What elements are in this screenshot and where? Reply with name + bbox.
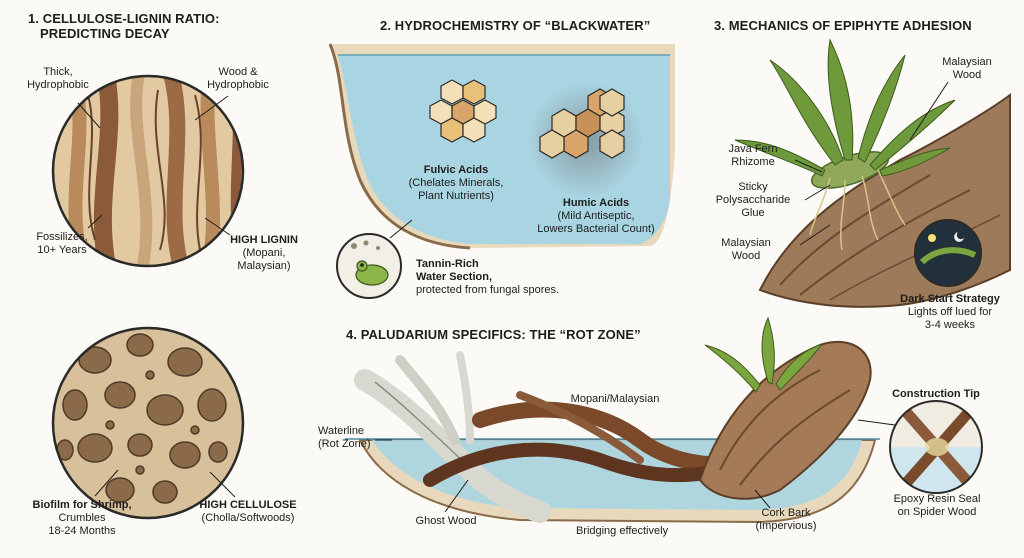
- section1-title-line2: PREDICTING DECAY: [40, 26, 170, 41]
- label-tannin-rich: Tannin-Rich Water Section, protected fro…: [416, 258, 596, 297]
- label-humic-acids: Humic Acids (Mild Antiseptic, Lowers Bac…: [528, 197, 664, 236]
- label-humic-head: Humic Acids: [562, 197, 630, 209]
- label-malaysian-top2: Wood: [952, 69, 982, 81]
- label-java-fern-rhizome: Java Fern Rhizome: [714, 143, 792, 169]
- label-rhizome1: Java Fern: [728, 143, 778, 155]
- label-fulvic-sub1: (Chelates Minerals,: [408, 177, 504, 189]
- section1-title-line1: 1. CELLULOSE-LIGNIN RATIO:: [28, 11, 220, 26]
- construction-tip-badge: [889, 400, 983, 494]
- label-ghost-wood: Ghost Wood: [415, 515, 477, 527]
- label-cork-bark: Cork Bark (Impervious): [742, 507, 830, 533]
- label-tip-sub2: on Spider Wood: [897, 506, 977, 518]
- label-wood-line1: Wood &: [218, 66, 258, 78]
- label-fulvic-sub2: Plant Nutrients): [418, 190, 494, 202]
- label-rhizome2: Rhizome: [731, 156, 775, 168]
- section1-title: 1. CELLULOSE-LIGNIN RATIO: PREDICTING DE…: [28, 11, 220, 41]
- label-dark-head: Dark Start Strategy: [900, 293, 1000, 305]
- label-biofilm-sub2: 18-24 Months: [48, 525, 116, 537]
- label-fulvic-head: Fulvic Acids: [423, 164, 489, 176]
- label-thick-line1: Thick,: [43, 66, 73, 78]
- label-lignin-sub2: Malaysian): [237, 260, 291, 272]
- label-cork2: (Impervious): [755, 520, 817, 532]
- label-fossil-line2: 10+ Years: [37, 244, 87, 256]
- label-fossil-line1: Fossilizes,: [36, 231, 88, 243]
- label-dark-sub1: Lights off lued for: [907, 306, 993, 318]
- label-construction-tip: Construction Tip: [892, 388, 980, 400]
- label-glue1: Sticky: [738, 181, 768, 193]
- label-bridging: Bridging effectively: [575, 525, 669, 537]
- lignin-cross-section: [51, 74, 245, 268]
- cellulose-cross-section: [51, 326, 245, 520]
- label-malaysian-low2: Wood: [731, 250, 761, 262]
- section3-leaders: [794, 81, 949, 246]
- label-cork1: Cork Bark: [761, 507, 811, 519]
- label-dark-sub2: 3-4 weeks: [924, 319, 976, 331]
- frog-badge: [336, 219, 413, 299]
- paludarium-scene: [345, 316, 880, 524]
- label-mopani: Mopani/Malaysian: [570, 393, 660, 405]
- label-fulvic-acids: Fulvic Acids (Chelates Minerals, Plant N…: [402, 164, 510, 203]
- epiphyte-log: [734, 38, 1011, 308]
- label-fossilizes: Fossilizes, 10+ Years: [20, 231, 104, 257]
- section4-leaders: [375, 419, 896, 513]
- label-biofilm: Biofilm for Shrimp, Crumbles 18-24 Month…: [16, 499, 148, 538]
- dark-start-badge: [914, 219, 982, 287]
- section3-title: 3. MECHANICS OF EPIPHYTE ADHESION: [714, 18, 972, 33]
- label-thick-hydrophobic: Thick, Hydrophobic: [20, 66, 96, 92]
- label-epoxy-seal: Epoxy Resin Seal on Spider Wood: [878, 493, 996, 519]
- label-tannin-head1: Tannin-Rich: [416, 258, 479, 270]
- label-polysaccharide-glue: Sticky Polysaccharide Glue: [704, 181, 802, 220]
- label-waterline2: (Rot Zone): [318, 438, 371, 450]
- label-malaysian-wood-low: Malaysian Wood: [706, 237, 786, 263]
- label-cellulose-head: HIGH CELLULOSE: [199, 499, 297, 511]
- label-malaysian-wood-top: Malaysian Wood: [932, 56, 1002, 82]
- label-tannin-head2: Water Section,: [416, 271, 492, 283]
- label-glue2: Polysaccharide: [715, 194, 791, 206]
- label-tip-sub1: Epoxy Resin Seal: [893, 493, 981, 505]
- label-glue3: Glue: [741, 207, 765, 219]
- section4-title: 4. PALUDARIUM SPECIFICS: THE “ROT ZONE”: [346, 327, 641, 342]
- label-high-cellulose: HIGH CELLULOSE (Cholla/Softwoods): [184, 499, 312, 525]
- label-malaysian-top1: Malaysian: [942, 56, 992, 68]
- label-humic-sub1: (Mild Antiseptic,: [557, 210, 635, 222]
- label-tannin-sub: protected from fungal spores.: [416, 284, 560, 296]
- label-lignin-head: HIGH LIGNIN: [230, 234, 298, 246]
- label-lignin-sub1: (Mopani,: [242, 247, 286, 259]
- label-dark-start: Dark Start Strategy Lights off lued for …: [888, 293, 1012, 332]
- label-thick-line2: Hydrophobic: [27, 79, 89, 91]
- label-waterline1: Waterline: [318, 425, 365, 437]
- label-malaysian-low1: Malaysian: [721, 237, 771, 249]
- label-wood-line2: Hydrophobic: [207, 79, 269, 91]
- label-waterline: Waterline (Rot Zone): [318, 425, 382, 451]
- section1-leaders: [77, 95, 236, 498]
- label-biofilm-sub1: Crumbles: [58, 512, 106, 524]
- label-wood-hydrophobic: Wood & Hydrophobic: [196, 66, 280, 92]
- label-biofilm-head: Biofilm for Shrimp,: [32, 499, 132, 511]
- blackwater-basin: [328, 43, 675, 250]
- label-humic-sub2: Lowers Bacterial Count): [537, 223, 655, 235]
- label-cellulose-sub: (Cholla/Softwoods): [201, 512, 295, 524]
- section2-title: 2. HYDROCHEMISTRY OF “BLACKWATER”: [380, 18, 651, 33]
- label-high-lignin: HIGH LIGNIN (Mopani, Malaysian): [212, 234, 316, 273]
